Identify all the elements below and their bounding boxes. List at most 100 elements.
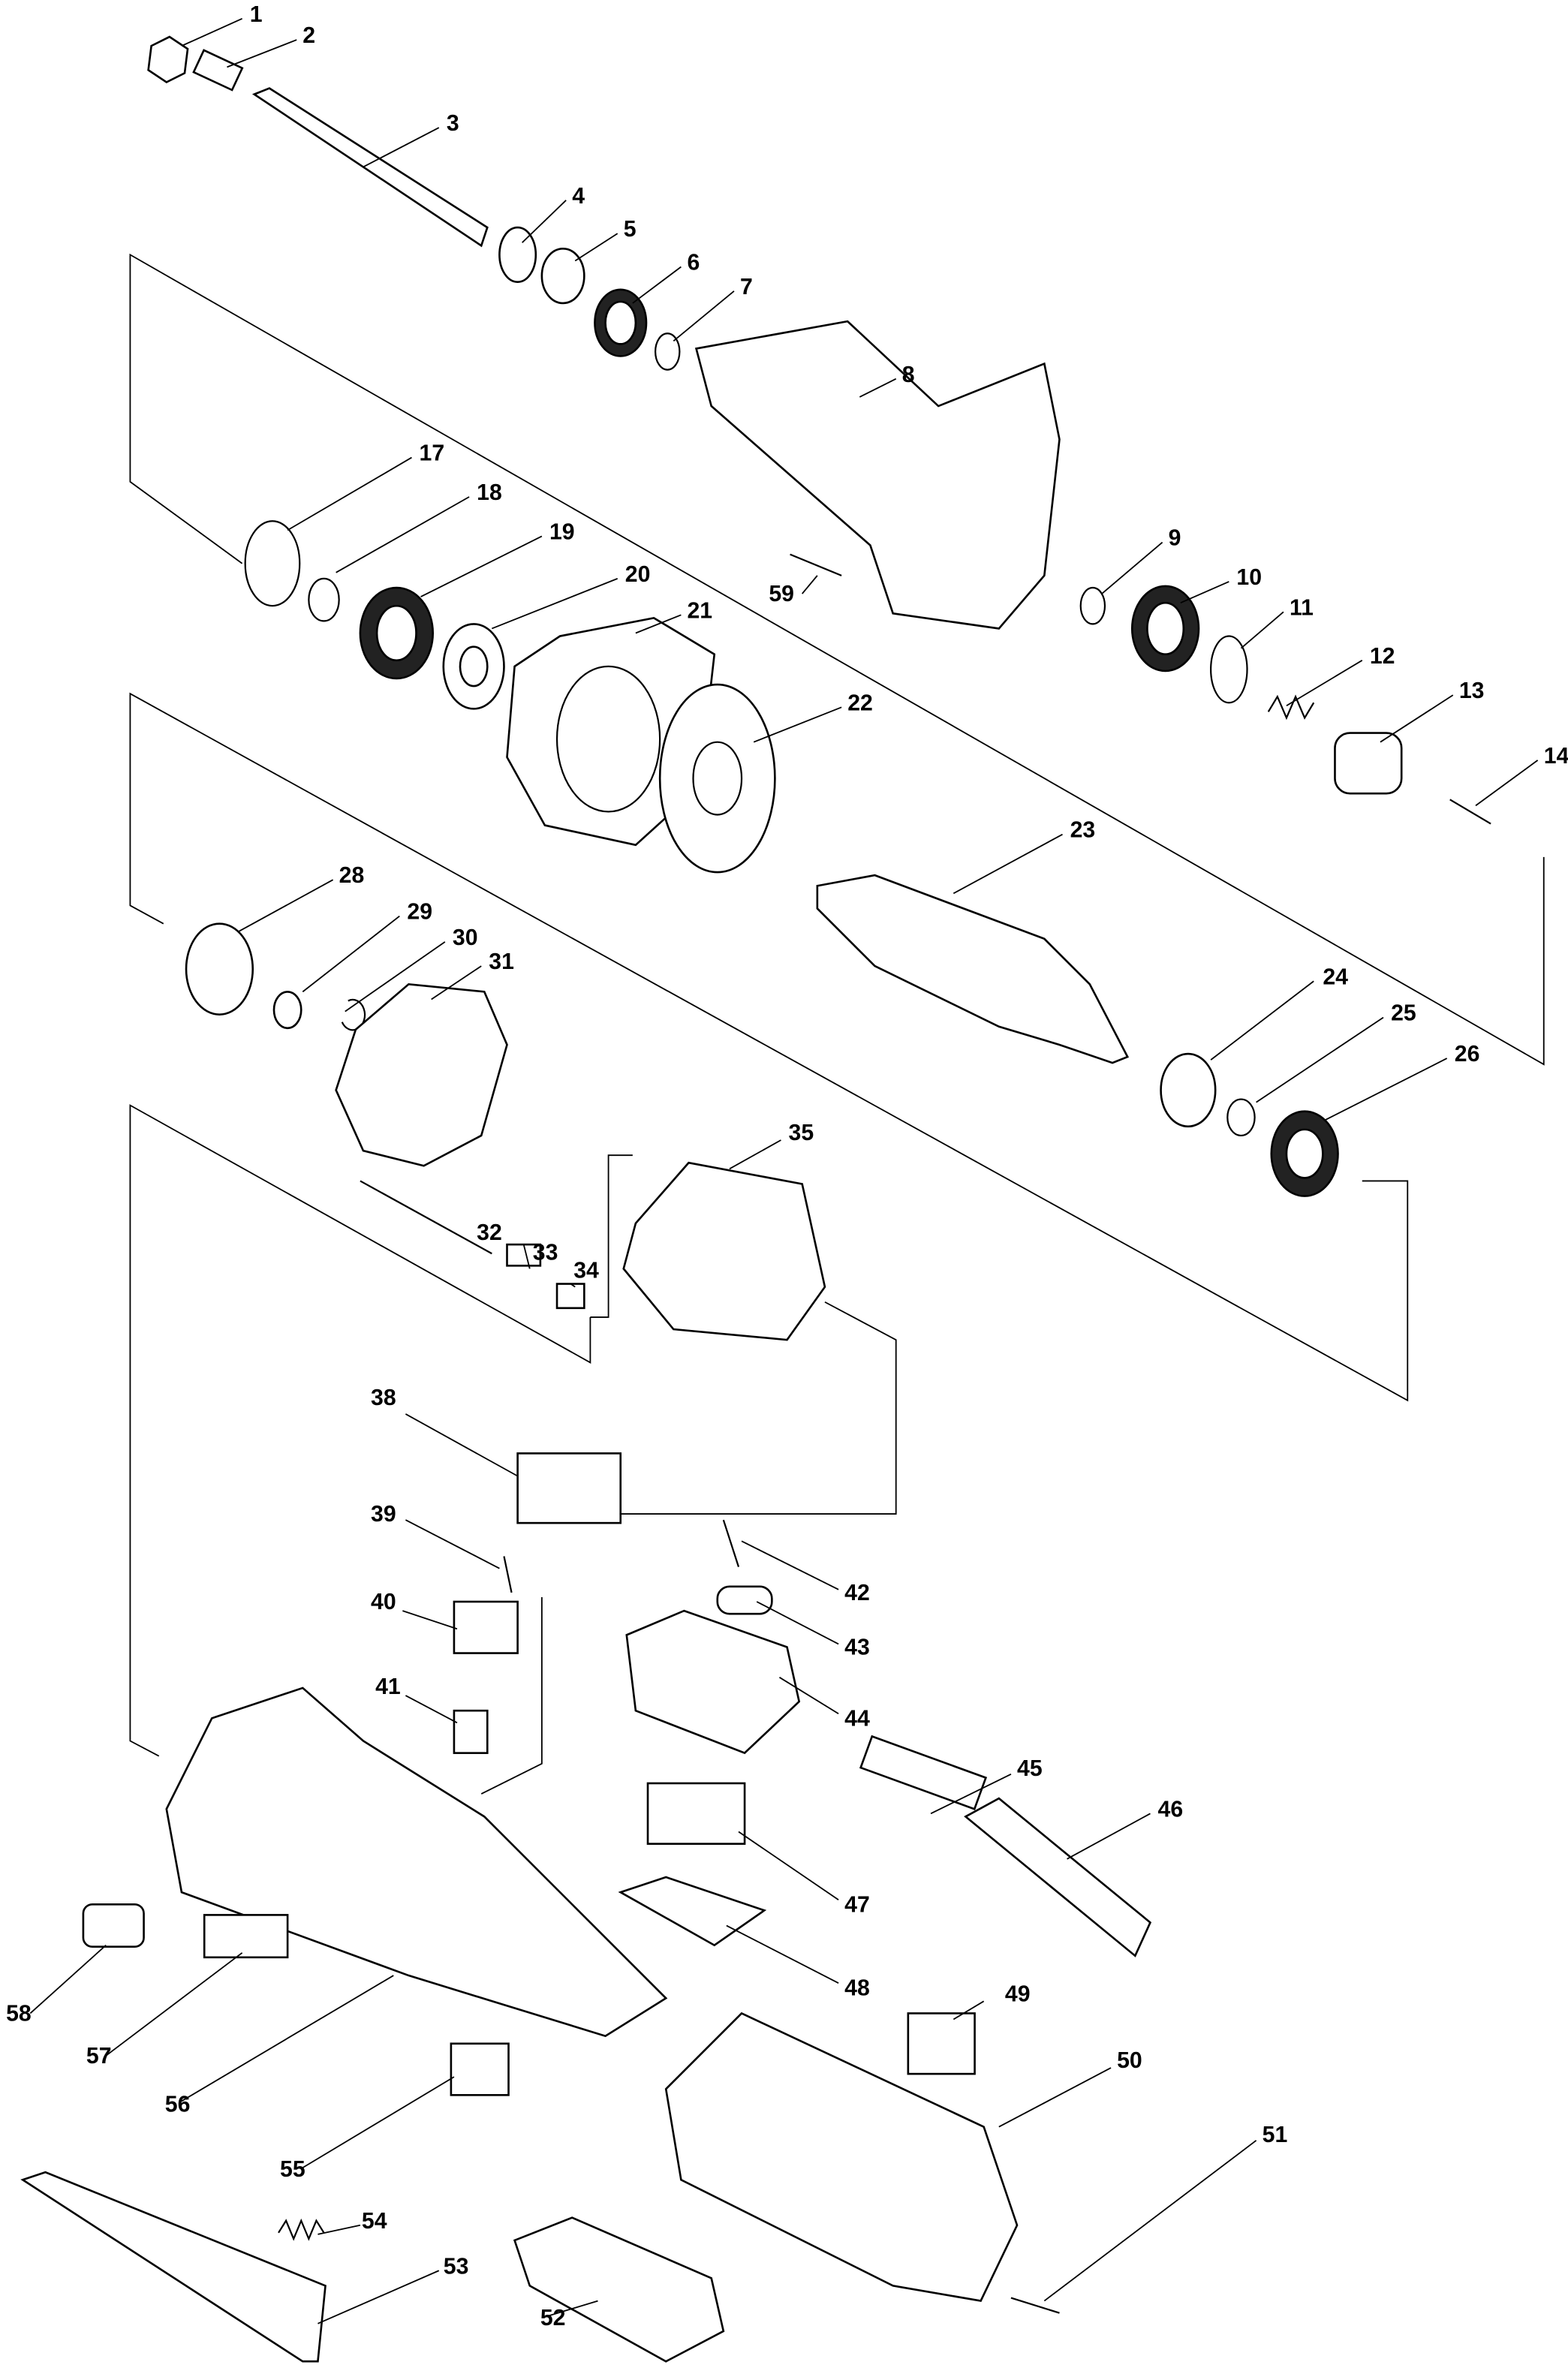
part-5-labyrinth (540, 248, 585, 305)
part-label-40: 40 (371, 1590, 396, 1614)
leader-line-20 (491, 578, 618, 630)
leader-line-55 (302, 2076, 455, 2168)
part-label-28: 28 (339, 863, 365, 888)
part-9-ring (1079, 586, 1106, 625)
leader-line-9 (1101, 541, 1163, 594)
leader-line-25 (1256, 1016, 1384, 1103)
part-label-30: 30 (453, 925, 478, 950)
leader-line-48 (726, 1924, 839, 1984)
part-label-10: 10 (1236, 565, 1262, 590)
part-label-53: 53 (444, 2254, 469, 2279)
leader-line-57 (105, 1952, 243, 2057)
part-label-9: 9 (1169, 526, 1181, 551)
leader-line-39 (405, 1519, 500, 1569)
part-label-31: 31 (489, 949, 514, 974)
leader-line-7 (673, 290, 735, 342)
part-56-motor-housing (165, 1686, 668, 2038)
part-label-2: 2 (302, 23, 315, 48)
leader-line-12 (1286, 660, 1363, 707)
part-label-41: 41 (375, 1674, 401, 1699)
leader-line-26 (1323, 1058, 1448, 1121)
part-3-spindle (251, 87, 489, 248)
part-labels: 1234567891011121314171819202122232425262… (6, 2, 1568, 2330)
part-7-ring (654, 332, 681, 371)
frame-upper (129, 253, 1545, 1066)
part-28-ring (185, 922, 254, 1015)
part-20-washer-inner (459, 645, 489, 688)
part-label-34: 34 (573, 1258, 599, 1283)
leader-line-50 (998, 2067, 1112, 2128)
part-59-screw (790, 553, 842, 576)
part-24-insulation-washer (1160, 1052, 1217, 1128)
part-label-4: 4 (572, 184, 585, 209)
part-label-38: 38 (371, 1386, 396, 1410)
part-6-bearing-inner (604, 300, 637, 345)
part-53-slider (20, 2171, 327, 2363)
part-51-screw (1010, 2297, 1060, 2314)
part-label-58: 58 (6, 2002, 32, 2026)
leader-line-34 (570, 1283, 576, 1288)
leader-line-8 (859, 378, 897, 398)
part-label-46: 46 (1158, 1797, 1184, 1822)
part-label-54: 54 (362, 2209, 387, 2234)
part-43-clamp (716, 1585, 773, 1615)
part-label-18: 18 (477, 480, 502, 505)
part-41-carbon-brush (453, 1709, 489, 1754)
part-label-45: 45 (1017, 1756, 1043, 1781)
part-50-rear-cover (664, 2011, 1019, 2303)
leader-line-58 (29, 1945, 107, 2014)
leader-line-51 (1043, 2140, 1257, 2302)
leader-line-18 (336, 496, 470, 573)
part-55-brush-holder (450, 2042, 510, 2096)
leader-line-49 (953, 2000, 985, 2020)
leader-line-5 (574, 233, 618, 262)
part-38-label (516, 1452, 622, 1524)
leader-line-28 (239, 879, 334, 932)
frame-lower (129, 1104, 591, 1757)
leader-line-42 (741, 1540, 839, 1590)
part-label-47: 47 (844, 1892, 870, 1917)
part-8-gear-housing (694, 320, 1061, 630)
frame-brush (480, 1596, 543, 1795)
part-label-50: 50 (1117, 2048, 1142, 2073)
leader-line-4 (522, 200, 567, 243)
part-label-11: 11 (1290, 595, 1314, 620)
leader-line-35 (729, 1139, 781, 1170)
part-1-nut (147, 35, 189, 84)
leader-line-30 (345, 941, 446, 1012)
leader-line-13 (1380, 694, 1454, 743)
part-2-collet (192, 49, 244, 92)
part-label-8: 8 (902, 363, 915, 387)
leader-line-10 (1180, 581, 1229, 603)
part-32-screw (360, 1180, 492, 1255)
leader-line-38 (405, 1413, 519, 1477)
part-label-26: 26 (1455, 1042, 1480, 1067)
part-label-13: 13 (1459, 679, 1485, 703)
part-label-25: 25 (1391, 1001, 1416, 1026)
part-18-ring (308, 577, 340, 622)
part-40-brush-holder (453, 1600, 519, 1654)
part-29-washer (272, 991, 302, 1030)
part-label-17: 17 (420, 441, 445, 466)
part-30-ring (341, 998, 366, 1031)
part-46-strain-relief (964, 1797, 1152, 1957)
frame-bracket-35 (590, 1154, 633, 1318)
part-25-ring (1226, 1098, 1256, 1137)
leader-line-33 (522, 1244, 531, 1269)
part-label-42: 42 (844, 1581, 870, 1605)
frame-middle (129, 692, 1409, 1402)
part-label-14: 14 (1544, 744, 1568, 769)
part-4-washer (498, 226, 537, 283)
part-label-49: 49 (1005, 1981, 1031, 2006)
part-label-43: 43 (844, 1635, 870, 1660)
part-22-fan-hub (692, 741, 743, 816)
part-11-ring (1210, 635, 1248, 704)
part-label-19: 19 (549, 519, 575, 544)
part-13-sleeve (1334, 732, 1403, 795)
part-10-bearing-inner (1146, 601, 1185, 656)
leader-line-59 (801, 575, 818, 594)
part-label-44: 44 (844, 1706, 870, 1731)
leader-line-17 (287, 456, 412, 531)
part-label-33: 33 (533, 1240, 558, 1265)
leader-line-41 (405, 1695, 458, 1724)
